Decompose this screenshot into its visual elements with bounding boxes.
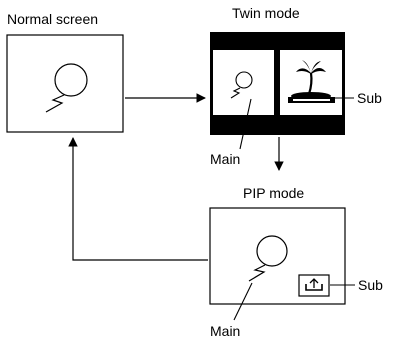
palm-island-icon [288,60,335,103]
pip-main-label: Main [210,323,240,339]
balloon-figure-icon [230,71,253,99]
balloon-figure-icon [248,235,288,282]
arrow-pip-to-normal [68,137,208,261]
upload-tray-icon [305,278,323,291]
pip-sub-label: Sub [358,277,383,293]
twin-mode-label: Twin mode [232,5,300,21]
pip-mode-label: PIP mode [243,185,304,201]
normal-screen-panel [6,34,124,133]
twin-mode-panel [210,32,345,135]
pip-mode-panel [209,207,346,305]
twin-main-label: Main [210,151,240,167]
normal-screen-label: Normal screen [7,11,98,27]
sub-window [298,274,330,297]
balloon-figure-icon [45,63,88,113]
twin-sub-label: Sub [357,90,382,106]
pip-main-leader [233,282,253,321]
twin-main-leader [239,98,252,150]
